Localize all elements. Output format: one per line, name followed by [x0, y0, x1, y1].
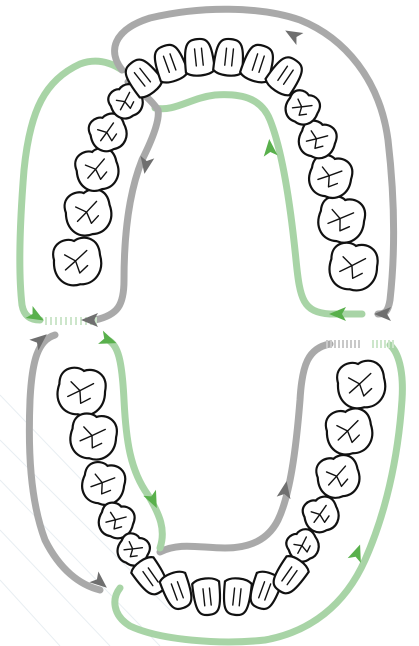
lower-right-molar-2 [324, 407, 374, 456]
upper-green-path [16, 57, 366, 324]
lower-left-molar-1 [56, 366, 107, 417]
lower-front-tooth-3 [191, 577, 222, 617]
upper-right-molar-2 [317, 195, 367, 244]
green-arrow-lower-left-start [98, 330, 117, 344]
upper-left-molar-3 [74, 146, 120, 192]
upper-left-molar-2 [63, 188, 113, 237]
lower-right-molar-4 [301, 495, 340, 534]
upper-right-molar-5 [284, 89, 321, 126]
upper-left-molar-1 [52, 236, 103, 287]
lower-left-molar-5 [116, 532, 151, 567]
lower-left-molar-4 [97, 501, 136, 540]
upper-front-tooth-1 [124, 58, 164, 99]
lower-right-molar-3 [315, 453, 361, 499]
direction-arrows [25, 30, 391, 588]
gray-arrow-upper-left [140, 155, 155, 174]
green-arrow-lower-right [347, 544, 361, 563]
lower-left-molar-2 [69, 412, 118, 461]
green-arrow-upper-left-end [25, 305, 44, 321]
lower-right-molar-1 [336, 359, 387, 410]
lower-arch [56, 359, 387, 617]
lower-right-molar-5 [285, 528, 320, 563]
lower-front-tooth-6 [272, 555, 310, 595]
green-arrow-upper-right [263, 139, 278, 157]
gray-arrow-lower-right [276, 481, 291, 500]
lower-front-tooth-2 [158, 570, 193, 611]
upper-front-tooth-5 [238, 43, 274, 84]
green-arrow-upper-right-end [329, 307, 346, 321]
gray-arrow-lower-left [89, 571, 107, 588]
lower-gray-path [25, 331, 334, 594]
upper-front-tooth-4 [212, 37, 245, 77]
upper-front-tooth-6 [264, 56, 303, 97]
upper-front-tooth-3 [183, 37, 216, 77]
upper-front-tooth-2 [153, 43, 190, 84]
upper-gray-path [91, 5, 398, 324]
gray-arrow-lower-left-start [29, 334, 47, 351]
lower-left-molar-3 [81, 460, 127, 506]
lower-front-tooth-4 [222, 577, 253, 617]
gray-arrow-upper-left-end [81, 313, 98, 327]
upper-arch [52, 37, 379, 292]
gray-arrow-upper-right-end [374, 307, 391, 321]
upper-left-molar-4 [87, 112, 128, 153]
green-arrow-lower-left [143, 489, 157, 509]
gray-arrow-upper-top [285, 30, 304, 46]
upper-right-molar-3 [308, 153, 354, 199]
upper-right-molar-4 [297, 119, 338, 160]
lower-green-path [104, 336, 406, 646]
upper-right-molar-1 [328, 241, 379, 292]
